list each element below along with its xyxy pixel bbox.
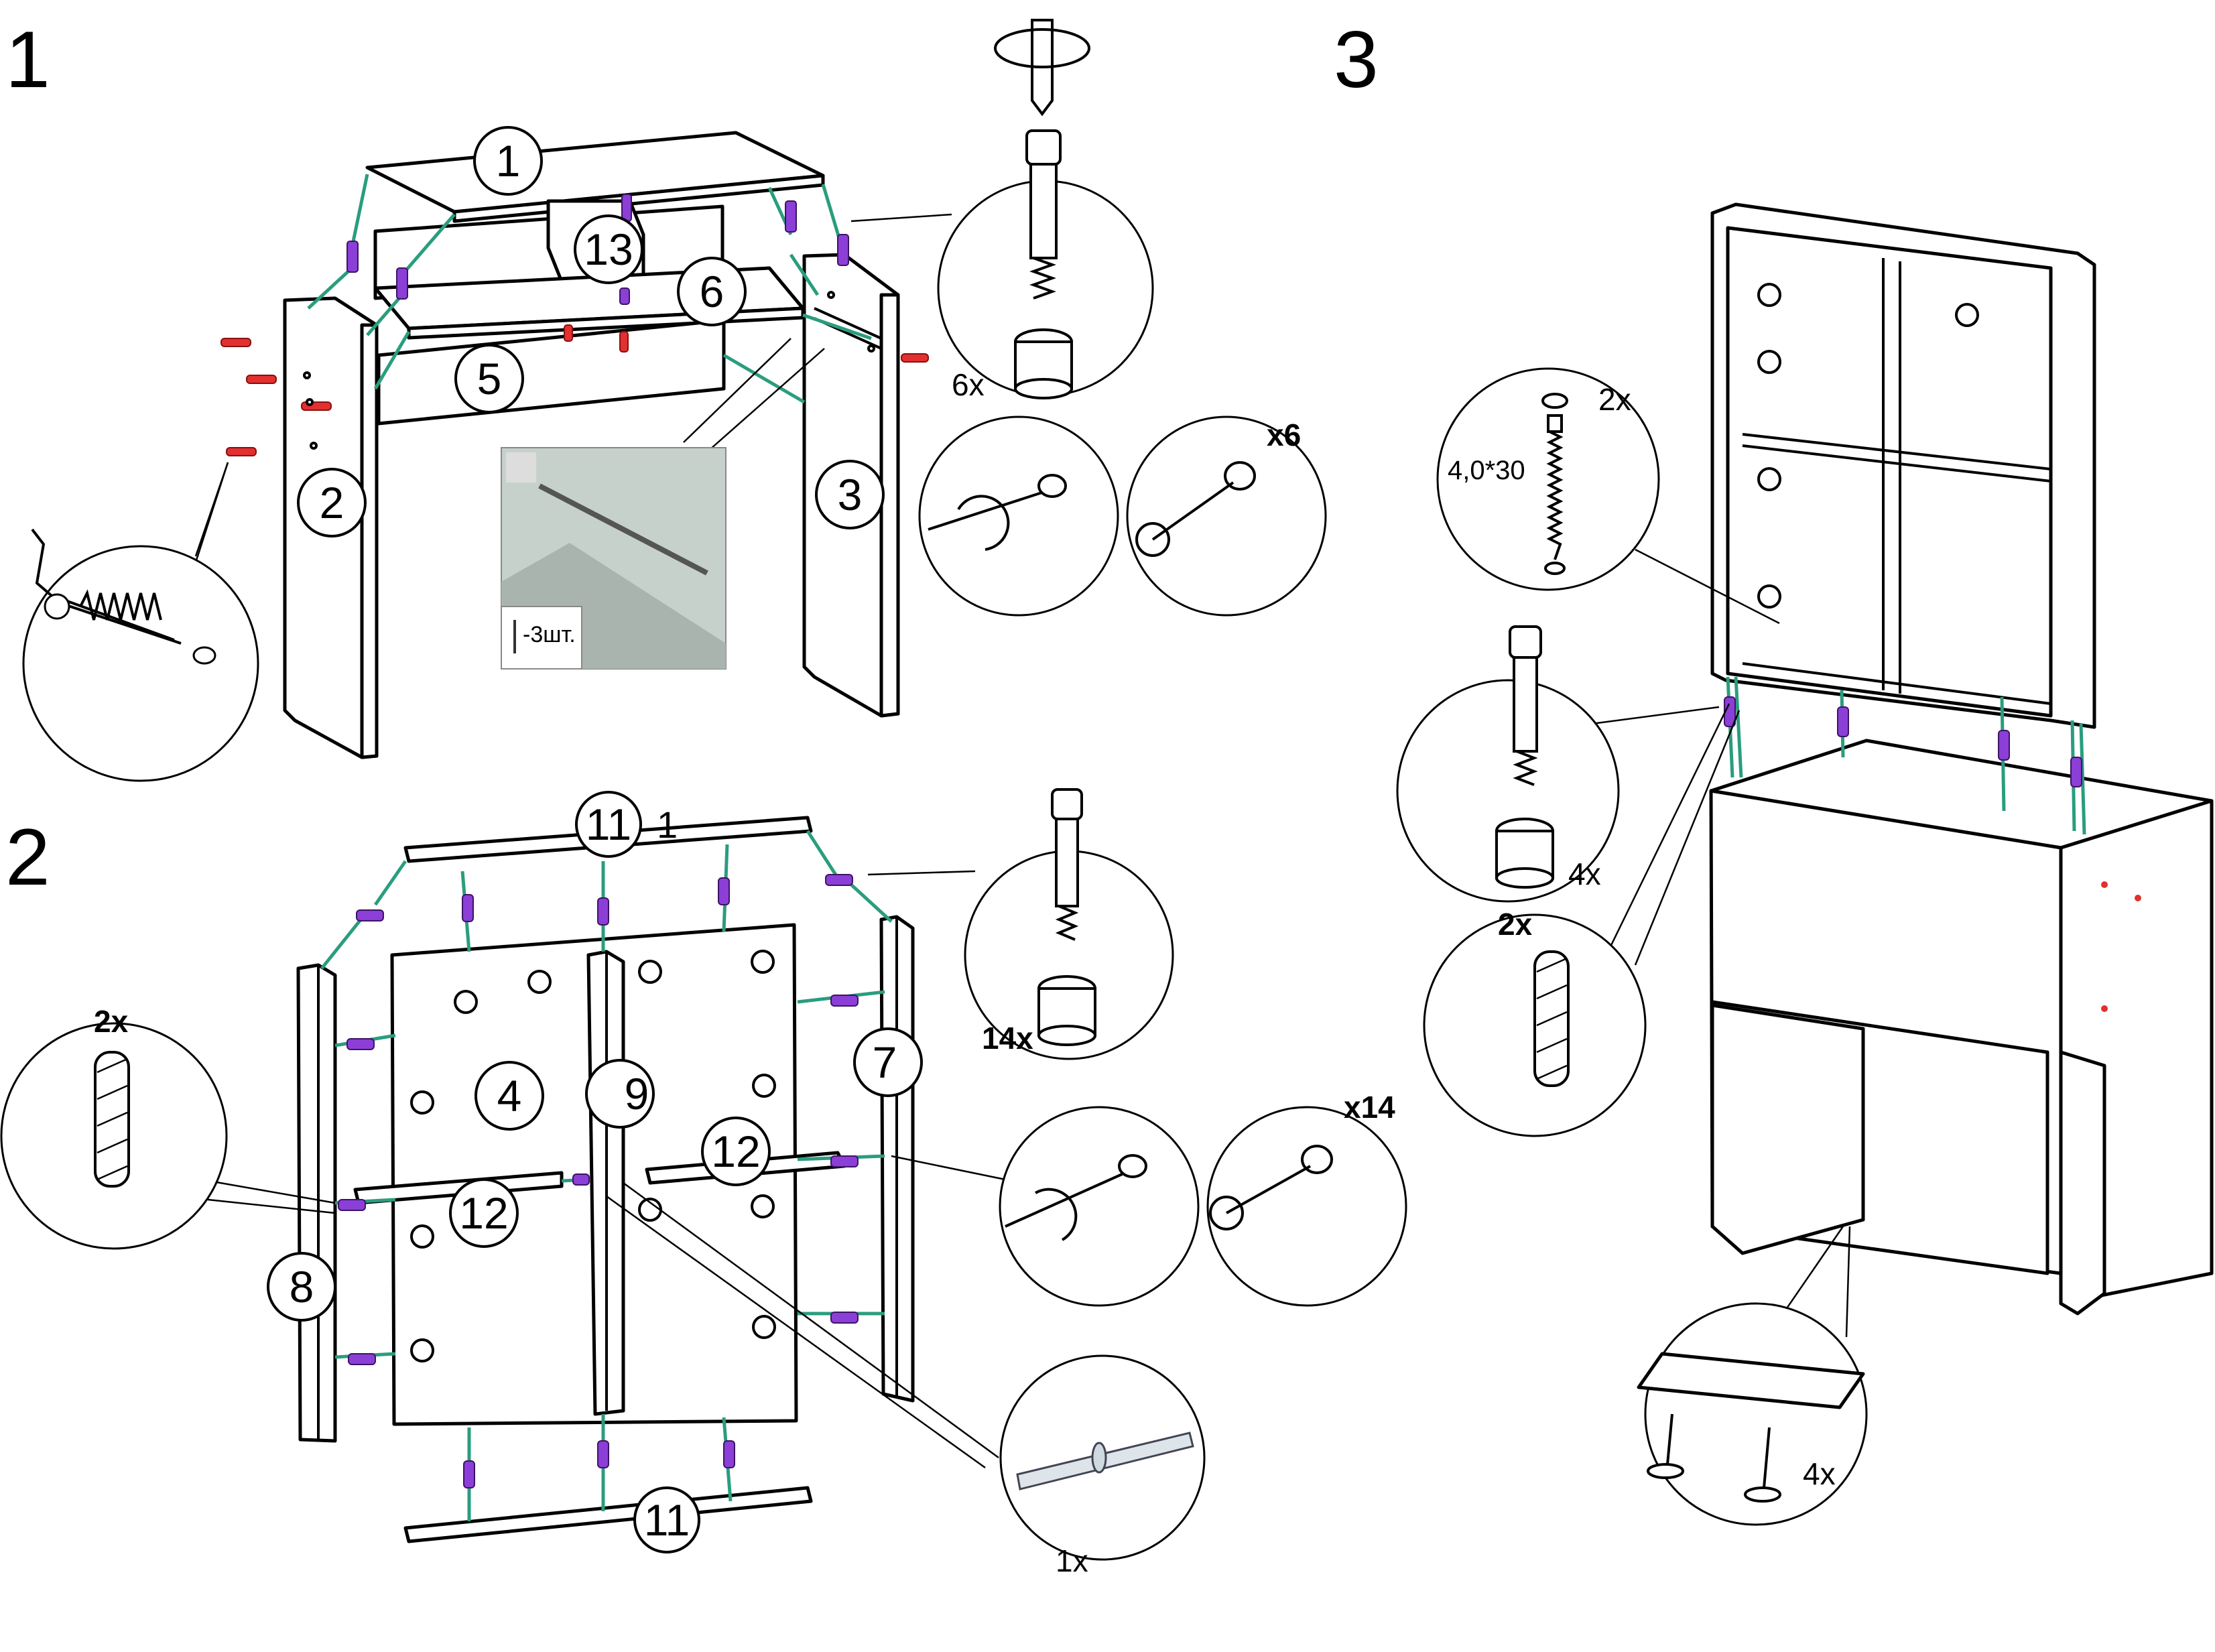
- s3-feet-detail: 4x: [1637, 1226, 1868, 1526]
- cam-fitting: [718, 877, 730, 905]
- s3-cam-bolt-detail: 4x: [1396, 625, 1720, 903]
- cam-fitting: [621, 194, 632, 222]
- s1-cam-lock-detail: x6: [918, 416, 1327, 617]
- cam-fitting: [338, 1199, 366, 1211]
- dowel-pin: [226, 447, 257, 456]
- cam-fitting: [348, 1353, 376, 1365]
- cam-fitting: [1837, 706, 1849, 737]
- part-9-label: 9: [625, 1069, 649, 1119]
- cam-bolt-icon: [1016, 1432, 1194, 1490]
- drawer-runner-photo: -3шт.: [501, 338, 825, 670]
- part-12-right-label: 12: [711, 1127, 760, 1176]
- cam-fitting: [619, 288, 630, 305]
- cam-fitting: [597, 897, 609, 926]
- screw-icon: [1541, 393, 1568, 575]
- part-1-label: 1: [496, 136, 521, 186]
- s1-cam-count: 6x: [952, 367, 985, 402]
- dowel-pin: [220, 338, 251, 347]
- s2-cam-count: 14x: [982, 1021, 1033, 1056]
- part-3-label: 3: [838, 470, 863, 519]
- s3-cam-count: 4x: [1568, 856, 1601, 891]
- s3-screw-detail: 2x 4,0*30: [1436, 367, 1780, 625]
- allen-key-detail: [22, 462, 259, 782]
- s3-screw-count: 2x: [1598, 382, 1631, 417]
- cam-fitting: [463, 1460, 475, 1488]
- part-8-label: 8: [290, 1262, 314, 1312]
- dowel-pin: [246, 375, 277, 384]
- cam-lock-icon: [1014, 328, 1073, 399]
- allen-key-icon: [31, 528, 216, 665]
- cam-fitting: [830, 1312, 859, 1324]
- s2-cam-bolt-detail: 14x: [867, 788, 1174, 1060]
- cam-bolt-icon: [1051, 788, 1083, 941]
- cam-fitting: [346, 1038, 375, 1050]
- panel-11-bottom: [403, 1486, 813, 1543]
- cam-fitting: [572, 1173, 590, 1186]
- s2-cam-lock-detail: x14: [891, 1090, 1407, 1307]
- s2-pin-count: 1x: [1056, 1543, 1088, 1578]
- furniture-foot-icon: [1744, 1427, 1781, 1503]
- part-6-label: 6: [700, 267, 724, 316]
- s3-feet-count: 4x: [1803, 1456, 1836, 1491]
- cam-fitting: [837, 234, 849, 266]
- dowel-pin: [564, 324, 573, 342]
- cam-fitting: [825, 874, 853, 886]
- cam-lock-icon: [1037, 975, 1096, 1046]
- dowel-pin: [901, 353, 929, 363]
- cam-fitting: [830, 1155, 859, 1167]
- part-13-label: 13: [584, 225, 633, 274]
- cam-fitting: [785, 200, 797, 233]
- step-2-assembly: 11 1 11 4 9 7 8 12 12: [267, 791, 923, 1553]
- cam-fitting: [396, 267, 408, 300]
- s3-dowel-count: 2x: [1498, 907, 1533, 942]
- cam-fitting: [1998, 730, 2010, 761]
- panel-12-shelf-left: [353, 1171, 564, 1205]
- s2-pin-detail: 1x: [606, 1182, 1206, 1578]
- s2-dowel-count: 2x: [94, 1004, 129, 1039]
- cam-bolt-icon: [1025, 129, 1062, 300]
- cam-fitting: [346, 241, 359, 273]
- cam-fitting: [2070, 757, 2082, 787]
- cam-lock-icon: [1495, 818, 1554, 889]
- s2-dowel-detail: 2x: [0, 1004, 336, 1250]
- wooden-dowel-icon: [1533, 950, 1570, 1087]
- part-11-top-label: 11: [586, 800, 632, 849]
- s3-screw-size: 4,0*30: [1448, 456, 1525, 485]
- part-12-left-label: 12: [459, 1188, 508, 1238]
- s2-lock-count: x14: [1344, 1090, 1395, 1125]
- part-11-bottom-label: 11: [644, 1495, 690, 1545]
- step-2-number: 2: [5, 812, 50, 902]
- dowel-pin: [619, 331, 629, 353]
- screwdriver-detail: 6x: [850, 19, 1154, 402]
- cam-fitting: [462, 894, 474, 922]
- furniture-foot-icon: [1647, 1413, 1684, 1479]
- s3-dowel-detail: 2x: [1423, 703, 1741, 1137]
- part-4-label: 4: [497, 1071, 522, 1121]
- s1-lock-count: x6: [1267, 418, 1301, 452]
- cam-fitting: [356, 909, 384, 922]
- cam-fitting: [597, 1440, 609, 1468]
- step-1-number: 1: [5, 15, 50, 105]
- part-2-label: 2: [320, 478, 344, 527]
- cam-fitting: [830, 995, 859, 1007]
- part-5-label: 5: [477, 354, 502, 403]
- step-3-number: 3: [1334, 15, 1379, 105]
- part-7-label: 7: [873, 1037, 897, 1087]
- step-3-assembly: [1709, 202, 2214, 1316]
- step-1-assembly: 1 2 3 5 6 13: [220, 126, 929, 759]
- screwdriver-icon: [994, 19, 1090, 117]
- part-11-top-extra: 1: [657, 804, 678, 846]
- cam-fitting: [723, 1440, 735, 1468]
- wooden-dowel-icon: [94, 1051, 130, 1188]
- panel-8-post: [296, 963, 337, 1443]
- photo-screw-count: -3шт.: [523, 622, 576, 647]
- cam-bolt-icon: [1509, 625, 1542, 786]
